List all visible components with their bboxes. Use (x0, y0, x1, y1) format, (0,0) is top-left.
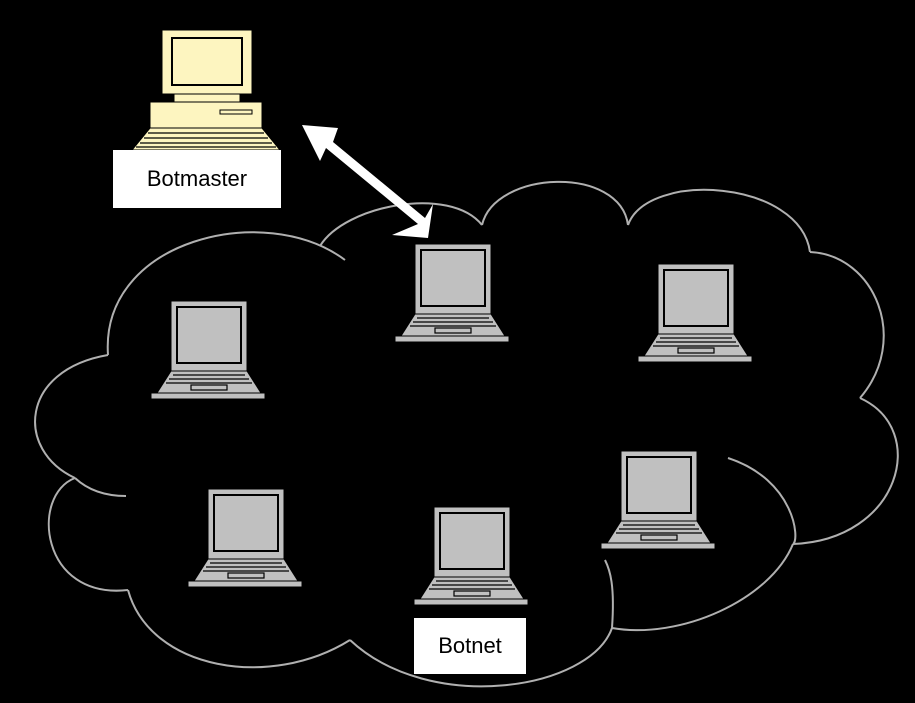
botnet-cloud (34, 180, 899, 688)
bot-laptop-icon (413, 506, 529, 606)
bot-laptop-icon (394, 243, 510, 343)
botmaster-computer-icon (130, 29, 282, 151)
botmaster-label-text: Botmaster (146, 166, 248, 191)
bot-laptop-icon (637, 263, 753, 363)
botmaster-label: Botmaster (113, 150, 281, 208)
botnet-label-text: Botnet (438, 633, 502, 658)
bot-laptop-icon (187, 488, 303, 588)
bot-laptop-icon (600, 450, 716, 550)
bot-laptop-icon (150, 300, 266, 400)
command-link-arrow (302, 125, 433, 238)
botnet-label: Botnet (414, 618, 526, 674)
